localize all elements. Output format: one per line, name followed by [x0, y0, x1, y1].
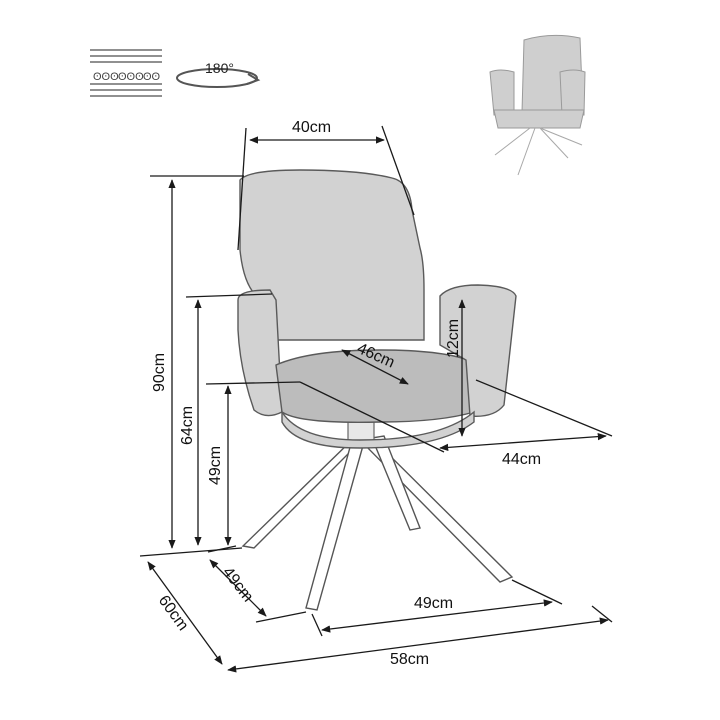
- spring-seat-icon: ʘʘʘ ʘʘʘ ʘʘ: [90, 49, 162, 97]
- dimension-armrest-height: 64cm: [179, 293, 273, 546]
- dimension-seat-height-label: 49cm: [207, 446, 224, 485]
- dimension-overall-depth: 60cm: [139, 547, 243, 665]
- dimension-overall-width: 58cm: [227, 605, 613, 673]
- dimension-base-depth-label: 49cm: [219, 564, 256, 605]
- svg-text:ʘʘʘ: ʘʘʘ: [118, 71, 144, 83]
- chair-back-view-icon: [489, 34, 586, 176]
- dimension-width-label: 40cm: [292, 119, 331, 136]
- chair-leg: [371, 435, 421, 531]
- dimension-seat-width-label: 44cm: [502, 451, 541, 468]
- dimension-base-width: 49cm: [311, 579, 563, 637]
- dimension-base-depth: 49cm: [207, 545, 307, 623]
- dimension-total-height-label: 90cm: [151, 353, 168, 392]
- chair-left-armrest: [237, 289, 283, 417]
- dimension-armrest-above-seat-label: 12cm: [445, 319, 462, 358]
- dimension-overall-width-label: 58cm: [390, 651, 429, 668]
- dimension-total-height: 90cm: [150, 175, 244, 549]
- rotation-label: 180°: [205, 60, 234, 76]
- chair-seat-front: [281, 409, 475, 449]
- svg-text:ʘʘ: ʘʘ: [143, 71, 161, 83]
- dimension-base-width-label: 49cm: [414, 595, 453, 612]
- dimension-seat-height: 49cm: [205, 381, 301, 546]
- dimension-overall-depth-label: 60cm: [155, 592, 192, 634]
- dimension-seat-width: 44cm: [299, 379, 613, 468]
- rotation-180-icon: 180°: [176, 60, 261, 88]
- dimension-width: 40cm: [237, 119, 415, 251]
- dimension-armrest-above-seat: 12cm: [445, 299, 466, 437]
- dimension-armrest-height-label: 64cm: [179, 406, 196, 445]
- chair-illustration: [237, 169, 517, 611]
- svg-text:ʘʘʘ: ʘʘʘ: [93, 71, 119, 83]
